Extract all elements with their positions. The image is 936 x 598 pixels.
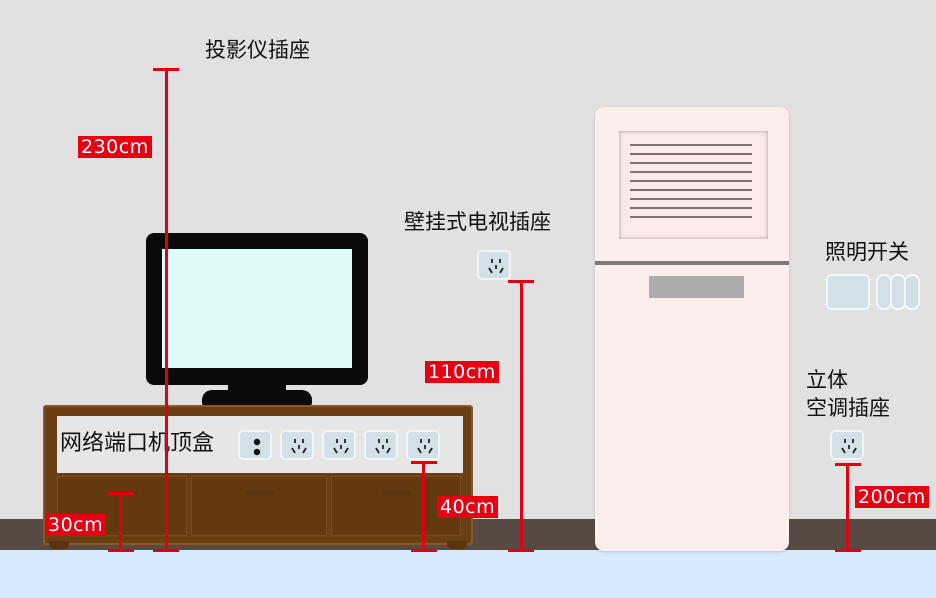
three-pin-socket-icon [406,430,440,460]
three-pin-socket-icon [364,430,398,460]
drawer-handle [383,491,411,495]
tv-screen [162,249,352,368]
drawer-height-badge: 30cm [45,514,107,536]
light-switch-label: 照明开关 [825,240,909,264]
floor [0,550,936,598]
ac-divider [595,261,789,265]
dimension-cap-bottom [153,549,179,552]
three-pin-socket-icon [477,250,511,280]
projector-socket-label: 投影仪插座 [205,38,310,62]
tv-stand-base [202,390,312,406]
cabinet-socket-dimension-line [422,461,425,551]
cabinet-foot [447,541,467,549]
ac-socket-label-line2: 空调插座 [806,396,890,420]
dimension-cap-bottom [108,549,134,552]
tv-stand-neck [228,384,286,394]
projector-height-badge: 230cm [78,136,152,158]
ac-control-panel [649,276,744,298]
dimension-cap-bottom [411,549,437,552]
dimension-cap-bottom [508,549,534,552]
ac-socket-label-line1: 立体 [806,368,848,392]
projector-dimension-line [165,68,168,551]
cabinet-socket-height-badge: 40cm [437,496,499,518]
cabinet-foot [49,541,69,549]
light-switch-icon [826,274,870,310]
three-pin-socket-icon [280,430,314,460]
cabinet-drawer-right [331,476,461,536]
three-pin-socket-icon [322,430,356,460]
ac-dimension-line [846,463,849,551]
cabinet-drawer-middle [191,476,327,536]
network-settop-label: 网络端口机顶盒 [60,431,215,456]
three-pin-socket-icon [830,430,864,460]
ac-height-badge: 200cm [855,486,929,508]
network-port-icon [238,430,272,460]
dimension-cap-bottom [835,549,861,552]
ac-vent [619,131,768,239]
drawer-dimension-line [119,492,122,551]
wall-tv-socket-label: 壁挂式电视插座 [404,210,551,234]
wall-tv-height-badge: 110cm [425,361,499,383]
wall-tv-dimension-line [520,280,523,551]
light-switch-icon [904,274,920,310]
drawer-handle [246,491,274,495]
